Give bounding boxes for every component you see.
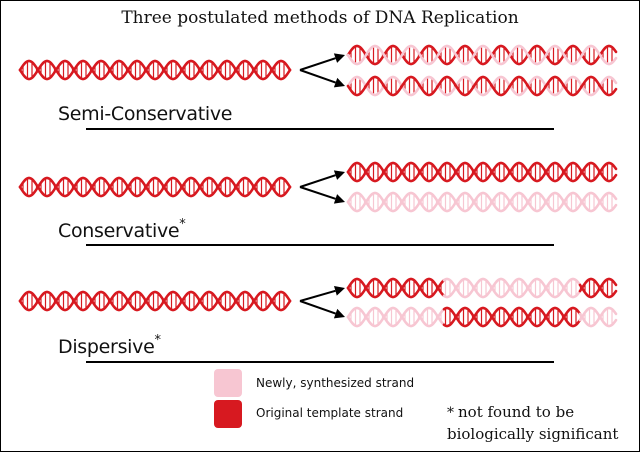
helices-layer: [18, 44, 618, 328]
helix-copy-1-semi-conservative: [346, 44, 618, 66]
arrow-down-head: [333, 77, 345, 88]
strand-bottom: [18, 176, 292, 198]
strand-bottom: [578, 306, 618, 328]
strand-bottom: [578, 277, 618, 299]
strand-bottom: [346, 161, 618, 183]
section-divider-3: [86, 361, 554, 363]
strand-bottom: [442, 277, 582, 299]
strand-top: [442, 277, 582, 299]
method-label-semi-conservative: Semi-Conservative: [58, 103, 233, 125]
helix-copy-2-dispersive: [346, 306, 618, 328]
arrow-up-head: [333, 170, 345, 180]
fork-arrows-conservative: [299, 170, 345, 204]
helix-copy-2-semi-conservative: [346, 75, 618, 97]
legend-swatch-original: [214, 400, 242, 428]
strand-bottom: [18, 290, 292, 312]
strand-top: [346, 191, 618, 213]
arrow-down-shaft: [299, 69, 336, 84]
strand-bottom: [442, 306, 582, 328]
strand-top: [442, 306, 582, 328]
helix-parent-semi-conservative: [18, 59, 292, 81]
method-label-dispersive: Dispersive*: [58, 333, 161, 358]
arrow-up-head: [334, 286, 345, 296]
strand-top: [18, 290, 292, 312]
footnote-line-2: biologically significant: [447, 425, 619, 443]
strand-top: [346, 161, 618, 183]
helix-parent-conservative: [18, 176, 292, 198]
strand-top: [18, 176, 292, 198]
legend-swatch-new: [214, 369, 242, 397]
method-label-conservative: Conservative*: [58, 217, 186, 242]
strand-top: [346, 277, 446, 299]
arrow-up-shaft: [299, 289, 336, 302]
footnote-marker: *: [447, 405, 454, 421]
section-divider-1: [86, 128, 554, 130]
strand-bottom: [346, 75, 618, 97]
arrow-down-shaft: [299, 186, 336, 200]
arrows-layer: [299, 53, 345, 319]
strand-bottom: [346, 191, 618, 213]
strand-top: [346, 306, 446, 328]
strand-bottom: [346, 306, 446, 328]
diagram-title: Three postulated methods of DNA Replicat…: [121, 8, 519, 28]
legend-label-new: Newly, synthesized strand: [256, 376, 415, 390]
footnote: *not found to be biologically significan…: [447, 402, 618, 445]
strand-top: [346, 44, 618, 66]
fork-arrows-dispersive: [299, 286, 345, 319]
strand-top: [578, 277, 618, 299]
helix-copy-1-dispersive: [346, 277, 618, 299]
strand-bottom: [18, 59, 292, 81]
section-divider-2: [86, 244, 554, 246]
helix-parent-dispersive: [18, 290, 292, 312]
arrow-down-head: [333, 308, 345, 319]
legend-label-original: Original template strand: [256, 406, 404, 420]
helix-copy-2-conservative: [346, 191, 618, 213]
arrow-up-shaft: [299, 57, 336, 71]
arrow-down-shaft: [299, 300, 336, 315]
helix-copy-1-conservative: [346, 161, 618, 183]
strand-bottom: [346, 277, 446, 299]
strand-bottom: [346, 44, 618, 66]
arrow-up-head: [333, 53, 345, 63]
fork-arrows-semi-conservative: [299, 53, 345, 88]
footnote-line-1: not found to be: [458, 403, 575, 421]
strand-top: [18, 59, 292, 81]
arrow-down-head: [333, 194, 345, 204]
arrow-up-shaft: [299, 174, 336, 188]
strand-top: [346, 75, 618, 97]
strand-top: [578, 306, 618, 328]
